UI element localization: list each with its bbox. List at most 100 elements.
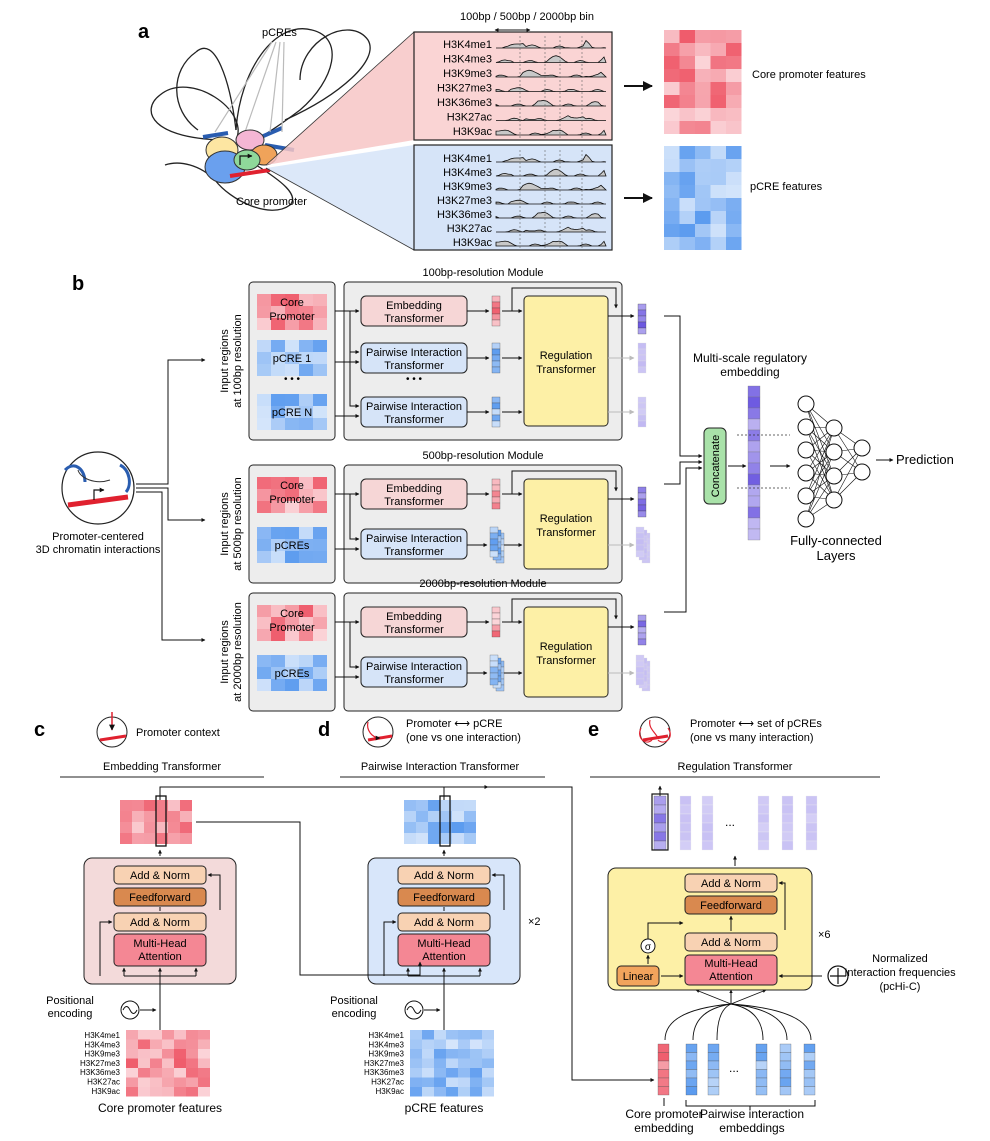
core-feature-cell: [679, 82, 695, 95]
add-norm-bottom-box[interactable]: [397, 912, 491, 932]
core-feature-cell: [726, 56, 742, 69]
core-embedding-cell: [657, 1086, 670, 1096]
pairwise-embedding-cell: [685, 1086, 698, 1096]
input-feature-cell: [422, 1049, 434, 1059]
input-feature-cell: [482, 1058, 494, 1068]
feature-row-label: H3K4me1: [368, 1031, 404, 1040]
track-label-h3k27me3: H3K27me3: [437, 83, 492, 95]
regulation-transformer-box[interactable]: [523, 478, 609, 570]
input-feature-cell: [198, 1039, 210, 1049]
pairwise-embedding-cell: [755, 1069, 768, 1079]
add-norm-top-box[interactable]: [684, 873, 778, 893]
pairwise-embedding-cell: [685, 1069, 698, 1079]
dots: • • •: [406, 374, 423, 385]
multi-head-attention-box[interactable]: [397, 933, 491, 967]
add-norm-top-box[interactable]: [397, 865, 491, 885]
track-signal: [495, 182, 608, 191]
regulation-transformer-box[interactable]: [523, 295, 609, 427]
regulation-transformer-box[interactable]: [523, 606, 609, 698]
core-input-cell: [257, 605, 271, 617]
input-feature-cell: [198, 1058, 210, 1068]
transformer-label: Transformer: [384, 496, 444, 508]
pcre-feature-cell: [710, 211, 726, 224]
linear-box[interactable]: [616, 965, 660, 987]
input-feature-cell: [446, 1039, 458, 1049]
concat-arrows: [664, 315, 747, 613]
core-feature-cell: [664, 95, 680, 108]
input-feature-cell: [198, 1068, 210, 1078]
input-feature-cell: [410, 1039, 422, 1049]
pcre-feature-cell: [710, 198, 726, 211]
pcre-feature-cell: [726, 224, 742, 237]
pcre-feature-cell: [710, 172, 726, 185]
faded-embedding-cell: [757, 840, 770, 851]
pcre-input-cell: [285, 340, 299, 352]
add-norm-top-box[interactable]: [113, 865, 207, 885]
pcre-feature-cell: [695, 185, 711, 198]
output-feature-cell: [156, 833, 168, 844]
multi-head-attention-box[interactable]: [684, 954, 778, 986]
input-feature-cell: [162, 1049, 174, 1059]
feedforward-box[interactable]: [684, 895, 778, 915]
core-feature-cell: [726, 82, 742, 95]
pairwise-embedding-label-1: Pairwise interaction: [700, 1107, 804, 1121]
concatenate-box: Concatenate: [703, 427, 727, 505]
add-norm-bottom-label: Add & Norm: [130, 917, 190, 929]
pcre-input-cell: [285, 667, 299, 679]
output-feature-cell: [452, 833, 464, 844]
feature-row-label: H3K27me3: [364, 1059, 405, 1068]
track-label-h3k27ac: H3K27ac: [447, 223, 493, 235]
pcre-input-cell: [271, 539, 285, 551]
track-signal: [495, 129, 607, 136]
pairwise-embedding-cell: [803, 1052, 816, 1062]
core-embedding-cell: [657, 1043, 670, 1053]
pcre-feature-cell: [695, 237, 711, 250]
embedding-cell: [747, 462, 761, 475]
add-norm-bottom-box[interactable]: [684, 932, 778, 952]
pcre-feature-cell: [710, 159, 726, 172]
module-side-label: Input regionsat 100bp resolution: [219, 314, 244, 408]
feedforward-box[interactable]: [397, 887, 491, 907]
faded-embedding-cell: [781, 813, 794, 824]
output-feature-cell: [452, 811, 464, 822]
input-feature-cell: [446, 1049, 458, 1059]
faded-embedding-cell: [701, 813, 714, 824]
input-feature-cell: [126, 1087, 138, 1097]
pairwise-embedding-cell: [707, 1043, 720, 1053]
output-feature-cell: [144, 822, 156, 833]
input-feature-cell: [446, 1068, 458, 1078]
input-feature-cell: [434, 1087, 446, 1097]
pcre-feature-cell: [664, 237, 680, 250]
pcre-input-cell: [299, 340, 313, 352]
faded-embedding-cell: [679, 840, 692, 851]
add-norm-bottom-box[interactable]: [113, 912, 207, 932]
input-feature-cell: [138, 1049, 150, 1059]
pairwise-embedding-cell: [755, 1060, 768, 1070]
faded-embedding-cell: [805, 822, 818, 833]
pcres-input-label: pCREs: [275, 540, 310, 552]
multi-head-attention-box[interactable]: [113, 933, 207, 967]
input-feature-cell: [150, 1030, 162, 1040]
input-feature-cell: [434, 1039, 446, 1049]
track-signal: [496, 153, 607, 163]
output-feature-cell: [440, 833, 452, 844]
output-feature-cell: [428, 811, 440, 822]
output-feature-cell: [440, 811, 452, 822]
chromatin-loops: [150, 28, 371, 211]
output-feature-cell: [168, 822, 180, 833]
core-input-cell: [257, 617, 271, 629]
core-feature-cell: [679, 43, 695, 56]
pcre-input-label: pCRE N: [272, 407, 312, 419]
faded-embedding-cell: [679, 831, 692, 842]
pairwise-transformer-box[interactable]: [360, 528, 468, 560]
input-feature-cell: [470, 1030, 482, 1040]
add-norm-top-label: Add & Norm: [130, 870, 190, 882]
cross-panel-connectors: [159, 785, 655, 1082]
core-label: Core: [280, 608, 304, 620]
feedforward-box[interactable]: [113, 887, 207, 907]
pcre-feature-cell: [679, 146, 695, 159]
pcre-feature-cell: [695, 159, 711, 172]
module-title: 2000bp-resolution Module: [419, 578, 546, 590]
pcre-input-cell: [313, 364, 327, 376]
pairwise-transformer-box[interactable]: [360, 656, 468, 688]
